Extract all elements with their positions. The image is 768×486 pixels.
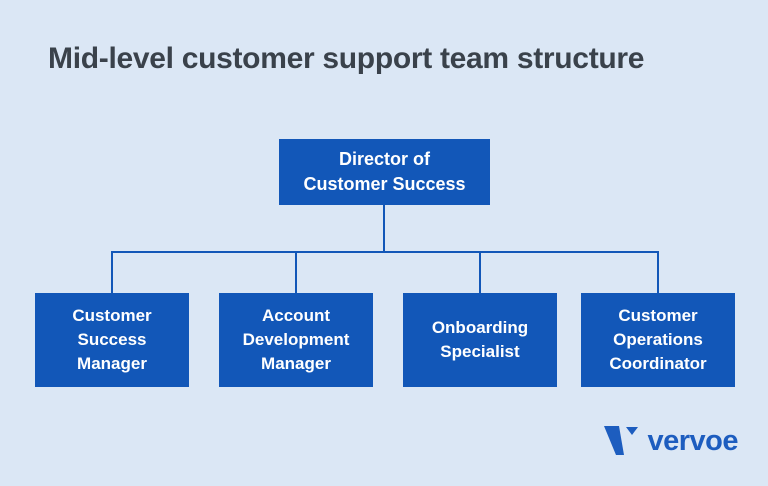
org-node-onboarding-specialist: Onboarding Specialist <box>403 293 557 387</box>
org-node-director-of-customer-success: Director of Customer Success <box>279 139 490 205</box>
vervoe-logo: vervoe <box>604 426 738 456</box>
vervoe-logo-text: vervoe <box>647 424 738 457</box>
page-title: Mid-level customer support team structur… <box>48 42 645 75</box>
connector-drop-3 <box>479 251 481 293</box>
org-node-customer-success-manager: Customer Success Manager <box>35 293 189 387</box>
connector-horizontal <box>111 251 659 253</box>
connector-drop-2 <box>295 251 297 293</box>
connector-drop-4 <box>657 251 659 293</box>
org-node-account-development-manager: Account Development Manager <box>219 293 373 387</box>
vervoe-v-mark-icon <box>604 426 639 456</box>
connector-stem <box>383 205 385 253</box>
org-node-customer-operations-coordinator: Customer Operations Coordinator <box>581 293 735 387</box>
connector-drop-1 <box>111 251 113 293</box>
